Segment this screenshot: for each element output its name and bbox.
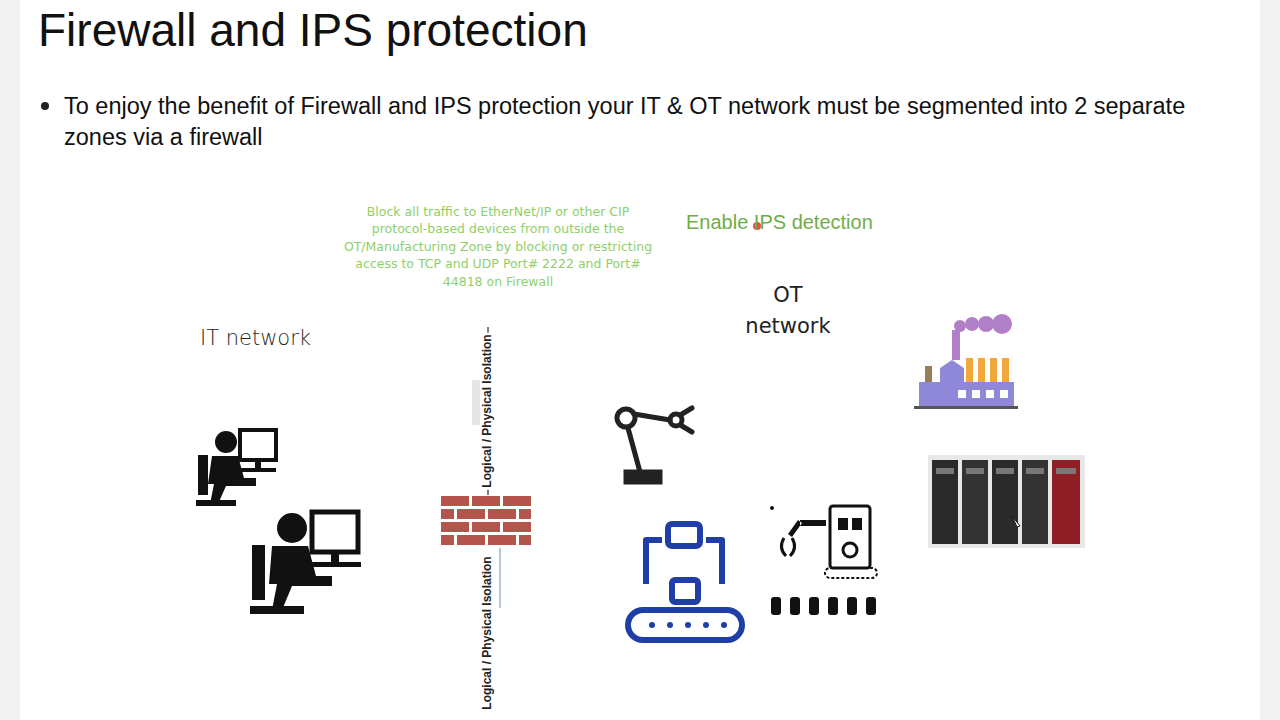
- isolation-label: Logical / Physical Isolation: [480, 332, 494, 489]
- side-margin: [0, 0, 20, 720]
- bullet-text: To enjoy the benefit of Firewall and IPS…: [64, 91, 1244, 153]
- conveyor-robot-icon: [628, 524, 742, 640]
- slide-title: Firewall and IPS protection: [38, 0, 588, 60]
- factory-icon: [914, 314, 1018, 409]
- isolation-label: Logical / Physical Isolation: [480, 554, 494, 711]
- ips-note: Enable IPS detection: [686, 209, 873, 235]
- zone-label: OT network: [728, 280, 848, 342]
- firewall-rule-note: Block all traffic to EtherNet/IP or othe…: [338, 203, 658, 290]
- bullet-dot: [41, 102, 49, 110]
- user-at-computer: [196, 430, 276, 506]
- robot-arm-icon: [617, 408, 692, 482]
- plc-rack-image: [928, 455, 1085, 548]
- zone-label: IT network: [200, 324, 350, 352]
- side-margin: [1260, 0, 1280, 720]
- user-at-computer: [250, 512, 361, 614]
- isolation-line: [499, 548, 501, 608]
- firewall-icon: [441, 496, 531, 545]
- bottling-machine-icon: [770, 506, 877, 615]
